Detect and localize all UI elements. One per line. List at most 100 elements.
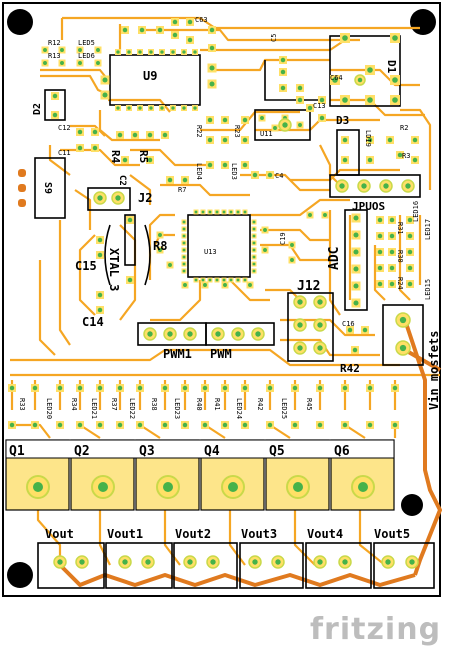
pad-center	[171, 106, 175, 110]
label-u9: U9	[143, 69, 157, 83]
through-hole-center	[361, 183, 367, 189]
switch-pad	[18, 184, 26, 192]
pad-center	[353, 266, 359, 272]
pad-center	[182, 241, 186, 245]
pad-center	[182, 220, 186, 224]
pad-center	[252, 172, 258, 178]
pad-center	[229, 278, 233, 282]
through-hole-center	[317, 345, 323, 351]
chip-u11-outline	[254, 109, 311, 141]
pad-center	[52, 112, 58, 118]
pad-center	[215, 278, 219, 282]
pad-center	[201, 278, 205, 282]
pad-center	[397, 152, 403, 158]
pad-center	[167, 177, 173, 183]
label-r7: R7	[178, 186, 186, 194]
pad-center	[97, 292, 103, 298]
pad-center	[162, 422, 168, 428]
pad-center	[412, 157, 418, 163]
pad-center	[182, 50, 186, 54]
vout2-connector-outline	[173, 542, 238, 589]
led-row-label: LED23	[173, 398, 181, 419]
pad-center	[352, 347, 358, 353]
pad-center	[222, 137, 228, 143]
pad-center	[389, 233, 395, 239]
pad-center	[209, 45, 215, 51]
pad-center	[377, 233, 383, 239]
led-row-label: LED25	[280, 398, 288, 419]
through-hole-center	[275, 559, 281, 565]
through-hole-center	[342, 559, 348, 565]
label-r12: R12	[48, 39, 61, 47]
pad-center	[252, 220, 256, 224]
pad-center	[389, 217, 395, 223]
through-hole-center	[122, 559, 128, 565]
through-hole-center	[409, 559, 415, 565]
pad-center	[194, 278, 198, 282]
pad-center	[222, 210, 226, 214]
pad-center	[267, 422, 273, 428]
through-hole-center	[79, 559, 85, 565]
pad-center	[162, 385, 168, 391]
label-led15: LED15	[424, 279, 432, 300]
pad-center	[127, 106, 131, 110]
pad-center	[362, 327, 368, 333]
pad-center	[43, 61, 47, 65]
pad-center	[236, 278, 240, 282]
label-s9: S9	[42, 182, 53, 194]
pad-center	[102, 92, 108, 98]
label-ldi9: LDI9	[364, 130, 372, 147]
vout-labels: Vout Vout1 Vout2 Vout3 Vout4 Vout5	[45, 527, 410, 541]
pad-center	[392, 35, 398, 41]
pad-center	[139, 27, 145, 33]
pad-center	[215, 210, 219, 214]
pad-center	[353, 215, 359, 221]
pad-center	[407, 281, 413, 287]
label-led17: LED17	[424, 219, 432, 240]
label-c63: C63	[195, 16, 208, 24]
vout-label-3: Vout3	[241, 527, 277, 541]
led-row-label: LED21	[90, 398, 98, 419]
label-r5: R5	[137, 150, 150, 163]
pad-center	[158, 233, 162, 237]
pad-center	[292, 385, 298, 391]
pad-center	[407, 249, 413, 255]
pad-center	[60, 48, 64, 52]
pad-center	[9, 422, 15, 428]
pad-center	[182, 422, 188, 428]
label-r2: R2	[400, 124, 408, 132]
through-hole-center	[167, 331, 173, 337]
pad-center	[297, 85, 303, 91]
label-d1: D1	[385, 60, 398, 74]
pad-center	[187, 37, 193, 43]
pad-center	[242, 162, 248, 168]
pad-center	[319, 115, 325, 121]
pad-center	[392, 97, 398, 103]
through-hole-center	[357, 77, 363, 83]
led-row-label: LED20	[45, 398, 53, 419]
label-c14: C14	[82, 315, 104, 329]
through-hole-center	[235, 331, 241, 337]
through-hole-center	[297, 345, 303, 351]
pad-center	[377, 217, 383, 223]
pad-center	[342, 35, 348, 41]
pad-center	[102, 77, 108, 83]
pad-center	[263, 248, 267, 252]
pad-center	[162, 132, 168, 138]
pad-center	[222, 117, 228, 123]
pad-center	[122, 27, 128, 33]
pad-center	[319, 97, 325, 103]
pad-center	[201, 210, 205, 214]
pad-center	[77, 385, 83, 391]
pad-center	[202, 385, 208, 391]
pad-center	[353, 300, 359, 306]
switch-pad	[18, 199, 26, 207]
pad-center	[209, 65, 215, 71]
switch-s9-outline	[34, 157, 66, 219]
pad-center	[182, 227, 186, 231]
through-hole-center	[187, 559, 193, 565]
through-hole-center	[145, 559, 151, 565]
pad-center	[242, 385, 248, 391]
pad-center	[290, 258, 294, 262]
pad-center	[149, 106, 153, 110]
